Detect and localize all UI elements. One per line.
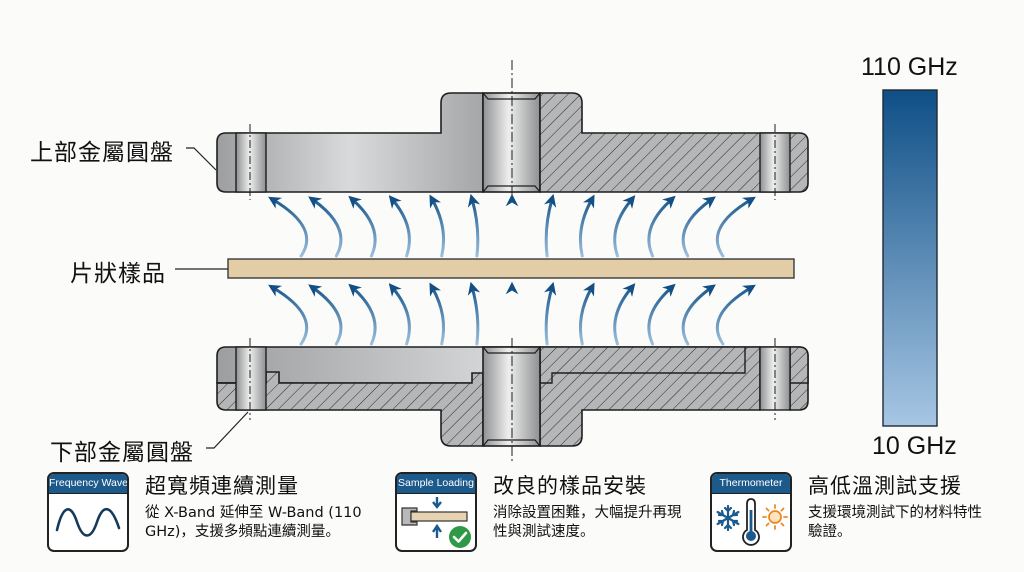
feature-title: 改良的樣品安裝 bbox=[493, 474, 647, 498]
feature-description: 支援環境測試下的材料特性驗證。 bbox=[808, 505, 982, 540]
field-arrow-top-3 bbox=[348, 195, 377, 258]
leader-lower-disk bbox=[206, 411, 249, 449]
field-arrow-top-11 bbox=[647, 195, 676, 258]
field-arrow-top-12 bbox=[681, 196, 716, 258]
field-arrow-top-6 bbox=[467, 193, 481, 258]
field-arrow-top-13 bbox=[715, 196, 756, 258]
sine-wave-icon bbox=[55, 507, 121, 537]
field-arrow-top-10 bbox=[613, 195, 636, 258]
upper-disk-bolt-hole-left bbox=[235, 132, 267, 193]
field-arrows-below-sample bbox=[268, 281, 756, 346]
field-arrow-bottom-12 bbox=[681, 284, 716, 346]
upper-disk-right-section bbox=[539, 92, 809, 193]
lower-disk-label: 下部金屬圓盤 bbox=[50, 440, 194, 466]
snowflake-icon bbox=[716, 504, 740, 532]
feature-title: 高低溫測試支援 bbox=[808, 474, 962, 498]
sample-label: 片狀樣品 bbox=[70, 261, 166, 287]
sheet-sample bbox=[227, 258, 795, 279]
thermometer-card: Thermometer bbox=[710, 472, 792, 552]
lower-disk-section-left bbox=[216, 371, 484, 447]
thermometer-icon bbox=[716, 498, 788, 546]
upper-disk-left-body bbox=[216, 92, 484, 193]
arrow-up-icon bbox=[432, 523, 442, 538]
sample-strip-icon bbox=[410, 511, 468, 522]
upper-metal-disk bbox=[216, 60, 809, 200]
field-arrow-top-4 bbox=[388, 195, 411, 258]
lower-metal-disk bbox=[216, 338, 809, 462]
sample-loading-icon bbox=[401, 497, 471, 548]
field-arrow-bottom-13 bbox=[715, 284, 756, 346]
feature-title: 超寬頻連續測量 bbox=[145, 474, 299, 498]
icon-header: Sample Loading bbox=[397, 474, 475, 494]
feature-description: 從 X-Band 延伸至 W-Band (110 GHz)，支援多頻點連續測量。 bbox=[145, 505, 362, 540]
sun-icon bbox=[762, 504, 788, 530]
check-circle-icon bbox=[449, 526, 471, 548]
scale-bottom-label: 10 GHz bbox=[872, 432, 957, 460]
field-arrow-bottom-1 bbox=[268, 284, 309, 346]
field-arrow-bottom-3 bbox=[348, 283, 377, 346]
field-arrow-bottom-11 bbox=[647, 283, 676, 346]
icon-header: Frequency Wave bbox=[49, 474, 127, 494]
field-arrows-above-sample bbox=[268, 193, 756, 258]
arrow-down-icon bbox=[432, 497, 442, 509]
clamp-icon bbox=[401, 507, 418, 526]
lower-disk-section-right bbox=[539, 346, 761, 447]
scale-top-label: 110 GHz bbox=[861, 53, 958, 81]
field-arrow-top-5 bbox=[429, 194, 446, 258]
feature-description: 消除設置困難，大幅提升再現性與測試速度。 bbox=[493, 505, 682, 540]
field-arrow-top-1 bbox=[268, 196, 309, 258]
field-arrow-bottom-6 bbox=[467, 281, 481, 346]
frequency-wave-card: Frequency Wave bbox=[47, 472, 129, 552]
sample-loading-card: Sample Loading bbox=[395, 472, 477, 552]
frequency-gradient-bar bbox=[882, 89, 938, 427]
field-arrow-top-2 bbox=[308, 196, 343, 258]
field-arrow-bottom-9 bbox=[578, 282, 595, 346]
field-arrow-bottom-8 bbox=[544, 281, 557, 346]
field-arrow-top-9 bbox=[578, 194, 595, 258]
lower-disk-inner-step bbox=[540, 347, 746, 384]
field-arrow-bottom-5 bbox=[429, 282, 446, 346]
field-arrow-bottom-2 bbox=[308, 284, 343, 346]
upper-disk-label: 上部金屬圓盤 bbox=[30, 140, 174, 166]
lower-disk-section-far-right bbox=[789, 346, 809, 411]
field-arrow-bottom-10 bbox=[613, 283, 636, 346]
leader-upper-disk bbox=[186, 147, 217, 171]
field-arrow-bottom-4 bbox=[388, 283, 411, 346]
icon-header: Thermometer bbox=[712, 474, 790, 494]
lower-disk-bolt-hole-left bbox=[235, 346, 267, 411]
field-arrow-top-8 bbox=[544, 193, 557, 258]
